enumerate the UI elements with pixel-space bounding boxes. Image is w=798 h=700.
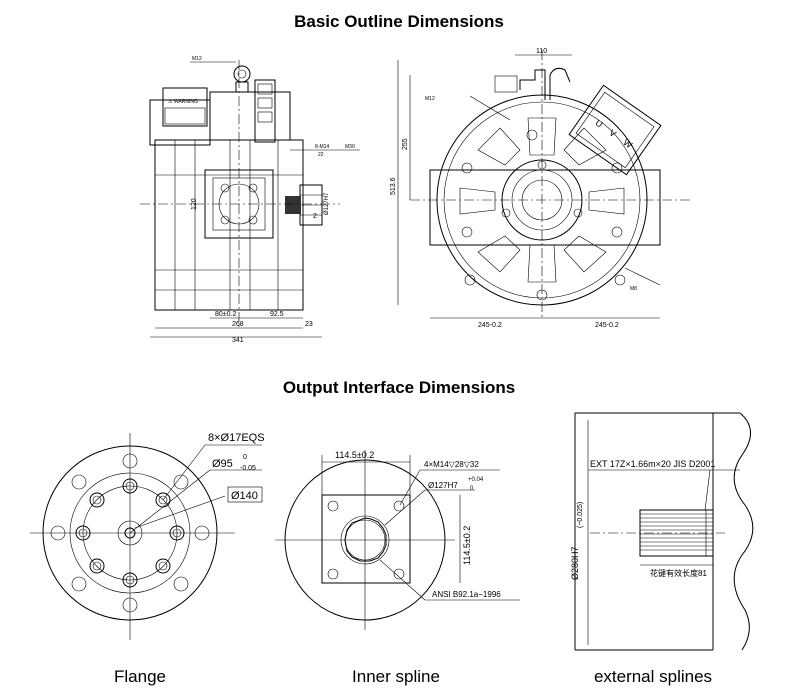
- side-right-label-3: 22: [318, 152, 324, 158]
- dim-341: 341: [232, 337, 244, 344]
- flange-pcd-label: Ø95: [212, 458, 233, 470]
- inner-spline-drawing: 114.5±0.2 114.5±0.2 4×M14▽28▽32 Ø127H7 +…: [275, 450, 520, 630]
- ext-spec-label: EXT 17Z×1.66m×20 JIS D2001: [590, 459, 715, 469]
- inner-spline-caption: Inner spline: [352, 667, 440, 686]
- spline-bore-label: Ø127H7: [428, 481, 458, 490]
- dim-513: 513.6: [390, 177, 397, 195]
- terminal-w: W: [621, 137, 634, 150]
- dim-127: Ø127H7: [324, 192, 330, 215]
- spline-dim-right: 114.5±0.2: [462, 526, 472, 565]
- dim-120: 120: [191, 198, 198, 210]
- ext-length-label: 花键有效长度81: [650, 568, 707, 578]
- dim-268: 268: [232, 321, 244, 328]
- spline-dim-top: 114.5±0.2: [335, 450, 374, 460]
- ext-dia-label: Ø280H7: [570, 546, 580, 580]
- flange-drawing: 8×Ø17EQS Ø95 0 -0.05 Ø140: [30, 432, 265, 640]
- external-splines-drawing: Ø280H7 (−0.025) 花键有效长度81 EXT 17Z×1.66m×2…: [570, 412, 754, 651]
- flange-caption: Flange: [114, 667, 166, 686]
- side-right-label-2: M30: [345, 144, 355, 150]
- external-splines-caption: external splines: [593, 667, 713, 686]
- terminal-u: U: [593, 118, 604, 130]
- terminal-v: V: [607, 127, 618, 139]
- spline-bore-upper: +0.04: [468, 477, 484, 483]
- spline-standard-label: ANSI B92.1a−1996: [432, 590, 501, 599]
- side-top-label: M12: [192, 56, 202, 62]
- outline-front-view: U V W 110 255 513.6 245-0.2 245-0.2 M12 …: [390, 48, 690, 329]
- outline-side-view: ⚠ WARNING: [140, 56, 360, 344]
- ext-dia-tol: (−0.025): [577, 502, 584, 528]
- side-right-label-1: 8-M14: [315, 144, 329, 150]
- spline-thread-label: 4×M14▽28▽32: [424, 460, 479, 469]
- outline-heading: Basic Outline Dimensions: [294, 12, 504, 31]
- flange-center-label: Ø140: [231, 490, 258, 502]
- front-label-m12: M12: [425, 96, 435, 102]
- flange-pcd-upper: 0: [243, 454, 247, 461]
- interface-heading: Output Interface Dimensions: [282, 378, 516, 397]
- dim-2: 2: [313, 213, 317, 220]
- front-label-m8: M8: [630, 286, 637, 292]
- dim-80: 80±0.2: [215, 311, 236, 318]
- dim-92: 92.5: [270, 311, 284, 318]
- dim-245-left: 245-0.2: [478, 322, 502, 329]
- dim-110: 110: [536, 48, 547, 55]
- flange-pcd-lower: -0.05: [240, 465, 256, 472]
- dim-23: 23: [305, 321, 313, 328]
- flange-holes-label: 8×Ø17EQS: [208, 432, 265, 444]
- dim-245-right: 245-0.2: [595, 322, 619, 329]
- spline-bore-lower: 0: [470, 486, 474, 492]
- dim-255: 255: [402, 138, 409, 150]
- svg-text:⚠ WARNING: ⚠ WARNING: [168, 99, 198, 105]
